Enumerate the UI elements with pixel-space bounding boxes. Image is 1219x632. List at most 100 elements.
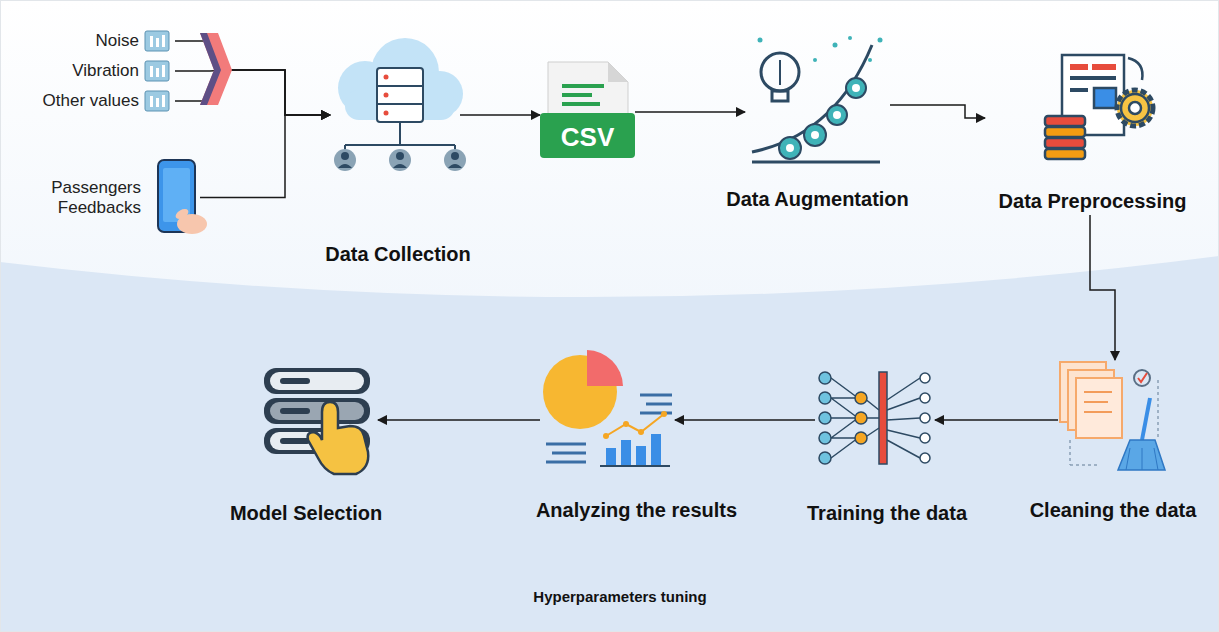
feedback-node: Passengers Feedbacks (155, 160, 200, 235)
cloud-server-icon-part (384, 93, 389, 98)
sensor-icons-part (150, 96, 153, 107)
csv-file-icon-part (562, 93, 592, 97)
augmentation-icon-part-part (852, 84, 860, 92)
analytics-icon-part (640, 412, 672, 415)
cleaning-icon-part (1084, 391, 1112, 393)
cleaning-icon (1060, 362, 1165, 470)
analytics-icon-part (623, 421, 629, 427)
sensor-icons-part (156, 98, 159, 107)
flow-arrow (1090, 215, 1115, 360)
augmentation-icon-part-part (804, 124, 826, 146)
cleaning-icon-part (1134, 370, 1150, 386)
csv-file-icon-part (540, 113, 635, 158)
augmentation-icon-part-part (786, 144, 794, 152)
flow-arrow (935, 419, 1058, 421)
phone-icon-part (174, 207, 190, 221)
analytics-icon-part (603, 433, 609, 439)
neural-network-icon-part-part (920, 373, 930, 383)
process-node: Cleaning the data (1058, 360, 1168, 472)
server-select-icon-part (280, 378, 310, 384)
analytics-icon-part (636, 446, 646, 466)
preprocessing-icon-part (1129, 102, 1141, 114)
sensor-icons-part (145, 61, 169, 81)
cloud-server-icon-part (389, 149, 411, 171)
sensor-icons-part (156, 68, 159, 77)
node-label: Passengers Feedbacks (29, 178, 141, 218)
cleaning-icon-part (1084, 401, 1108, 403)
node-label: Noise (96, 31, 139, 51)
analytics-icon-part (661, 411, 667, 417)
flow-arrow (890, 105, 985, 118)
neural-network-icon (819, 372, 930, 464)
cleaning-icon-part (1142, 448, 1143, 470)
analytics-icon-part (621, 440, 631, 466)
server-select-icon-part (270, 372, 364, 390)
sensor-icons-part (156, 38, 159, 47)
cloud-server-icon-part (384, 111, 389, 116)
cleaning-icon-part (1138, 373, 1147, 382)
csv-file-icon (540, 62, 635, 158)
cleaning-icon-part (1076, 378, 1122, 438)
preprocessing-icon-part (1070, 64, 1088, 70)
neural-network-icon-part-part (819, 432, 831, 444)
neural-network-icon-part (831, 378, 920, 458)
augmentation-icon-part (772, 91, 788, 101)
analytics-icon-part (546, 461, 586, 464)
preprocessing-icon-part (1070, 76, 1116, 80)
cloud-server-icon-part (377, 103, 423, 105)
cloud-server-icon-part (345, 144, 455, 146)
csv-file-icon-part (562, 84, 604, 88)
sensor-icons-part (150, 66, 153, 77)
cloud-server-icon-part (451, 152, 459, 160)
flow-arrow (175, 41, 330, 115)
cloud-server-icon (334, 38, 466, 171)
neural-network-icon-part-part (920, 393, 930, 403)
preprocessing-icon-part (1117, 90, 1153, 126)
neural-network-icon-part-part (887, 378, 920, 458)
node-label: Analyzing the results (536, 498, 737, 522)
augmentation-icon (752, 36, 883, 162)
neural-network-icon-part (920, 373, 930, 463)
augmentation-icon-part-part (827, 105, 847, 125)
server-select-icon-part (308, 402, 369, 474)
file-node: CSV (540, 62, 635, 160)
cloud-server-icon-part (341, 152, 349, 160)
process-node: Data Augmentation (745, 35, 890, 165)
augmentation-icon-part-part (846, 78, 866, 98)
preprocessing-icon-part (1092, 64, 1116, 70)
augmentation-icon-part-part (833, 43, 838, 48)
neural-network-icon-part-part (855, 432, 867, 444)
sensor-node: Vibration (145, 60, 175, 82)
augmentation-icon-part-part (878, 38, 883, 43)
cloud-server-icon-part (393, 164, 407, 168)
cloud-server-icon-part (396, 152, 404, 160)
flow-arrow (175, 70, 330, 115)
merge-chevron (200, 33, 232, 105)
node-label: Data Augmentation (726, 187, 909, 211)
neural-network-icon-part-part (831, 378, 858, 458)
preprocessing-icon (1045, 55, 1153, 159)
neural-network-icon-part-part (920, 433, 930, 443)
cloud-server-icon-part (448, 164, 462, 168)
neural-network-icon-part-part (819, 412, 831, 424)
flow-arrow (675, 419, 815, 421)
preprocessing-icon-part (1045, 138, 1085, 148)
process-node: Data Preprocessing (985, 50, 1200, 215)
sensor-node: Noise (145, 30, 175, 52)
analytics-icon-part (651, 434, 661, 466)
cleaning-icon-part (1084, 411, 1112, 413)
process-node: Data Collection (330, 40, 460, 180)
augmentation-icon-part (752, 45, 872, 152)
flow-arrow (460, 114, 540, 116)
process-node: Training the data (815, 365, 935, 475)
preprocessing-icon-part (1070, 88, 1088, 92)
cleaning-icon-part (1142, 398, 1150, 440)
neural-network-icon-part-part (819, 392, 831, 404)
augmentation-icon-part-part (868, 58, 872, 62)
neural-network-icon-part-part (855, 392, 867, 404)
server-select-icon-part (280, 408, 310, 414)
preprocessing-icon-part (1094, 88, 1116, 108)
